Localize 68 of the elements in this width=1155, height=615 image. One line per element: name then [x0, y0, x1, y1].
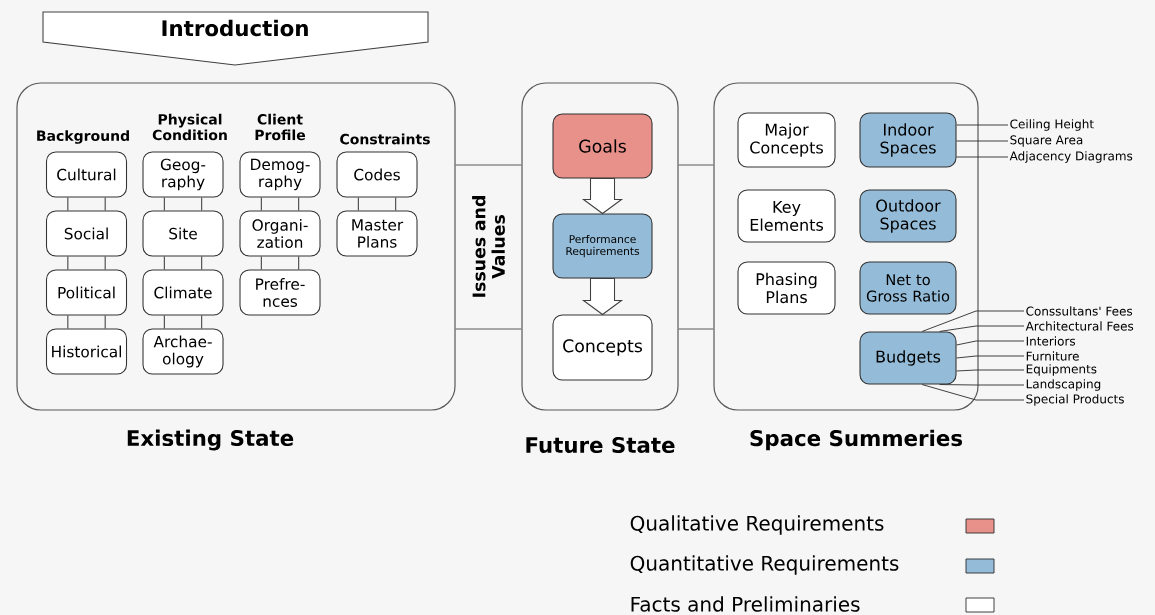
- leader-line: [956, 369, 1025, 372]
- callout-text: Conssultans' Fees: [1026, 306, 1133, 316]
- process-box: Cultural: [45, 151, 128, 198]
- legend-label: Facts and Preliminaries: [631, 596, 860, 612]
- process-box: Performance Requirements: [552, 213, 653, 279]
- leader-line: [956, 355, 1025, 359]
- process-box: Indoor Spaces: [859, 112, 957, 168]
- leader-line: [956, 140, 1009, 142]
- connector: [260, 256, 300, 270]
- callout-text: Architectural Fees: [1025, 321, 1134, 331]
- connector: [163, 315, 203, 329]
- leader-line: [921, 310, 1025, 332]
- process-box: Net to Gross Ratio: [859, 261, 957, 315]
- callout-text: Special Products: [1026, 394, 1124, 406]
- connector: [67, 197, 106, 211]
- process-box: Major Concepts: [737, 112, 836, 168]
- connector: [357, 197, 397, 211]
- leader-line: [939, 325, 1025, 332]
- process-box: Social: [45, 210, 128, 257]
- callout-text: Furniture: [1026, 351, 1079, 361]
- leader-line: [956, 340, 1025, 346]
- arrow-banner: Introduction: [42, 11, 429, 66]
- process-box: Political: [45, 269, 128, 316]
- callout-text: Ceiling Height: [1010, 119, 1094, 131]
- process-box: Archae-ology: [142, 328, 224, 375]
- column-heading: Physical Condition: [152, 113, 227, 141]
- process-box: Goals: [552, 113, 653, 179]
- column-heading: Client Profile: [255, 113, 306, 141]
- process-box: Prefre-nces: [239, 269, 321, 316]
- callout-text: Landscaping: [1026, 379, 1101, 391]
- connector: [260, 197, 300, 211]
- connector: [455, 164, 522, 330]
- process-box: Codes: [336, 151, 418, 198]
- connector: [163, 256, 203, 270]
- leader-line: [956, 156, 1009, 158]
- callout-text: Interiors: [1026, 336, 1076, 346]
- panel-title: Space Summeries: [750, 429, 962, 451]
- callout-text: Square Area: [1010, 135, 1083, 147]
- connector: [67, 315, 106, 329]
- panel-title: Future State: [526, 436, 675, 454]
- panel-title: Existing State: [127, 429, 294, 451]
- process-box: Budgets: [859, 331, 957, 385]
- process-box: Historical: [45, 328, 128, 375]
- callout-text: Equipments: [1026, 364, 1097, 376]
- process-box: Phasing Plans: [737, 261, 836, 315]
- column-heading: Background: [37, 130, 129, 144]
- block-arrow: [581, 278, 624, 316]
- callout-text: Adjacency Diagrams: [1009, 151, 1133, 163]
- process-box: Key Elements: [737, 189, 836, 243]
- connector: [163, 197, 203, 211]
- column-heading: Constraints: [340, 133, 430, 145]
- edge-label: Issues and Values: [470, 185, 507, 308]
- process-box: Climate: [142, 269, 224, 316]
- leader-line: [921, 384, 1025, 401]
- legend-label: Qualitative Requirements: [630, 515, 884, 535]
- process-box: Geog-raphy: [142, 151, 224, 198]
- connector: [67, 256, 106, 270]
- process-box: Demog-raphy: [239, 151, 321, 198]
- leader-line: [956, 124, 1009, 126]
- block-arrow: [581, 178, 624, 215]
- process-box: Concepts: [552, 314, 653, 381]
- process-box: Site: [142, 210, 224, 257]
- process-box: Master Plans: [336, 210, 418, 257]
- leader-line: [939, 384, 1025, 386]
- process-box: Organi-zation: [239, 210, 321, 257]
- legend-label: Quantitative Requirements: [630, 555, 899, 575]
- connector: [678, 164, 714, 330]
- process-box: Outdoor Spaces: [859, 189, 957, 243]
